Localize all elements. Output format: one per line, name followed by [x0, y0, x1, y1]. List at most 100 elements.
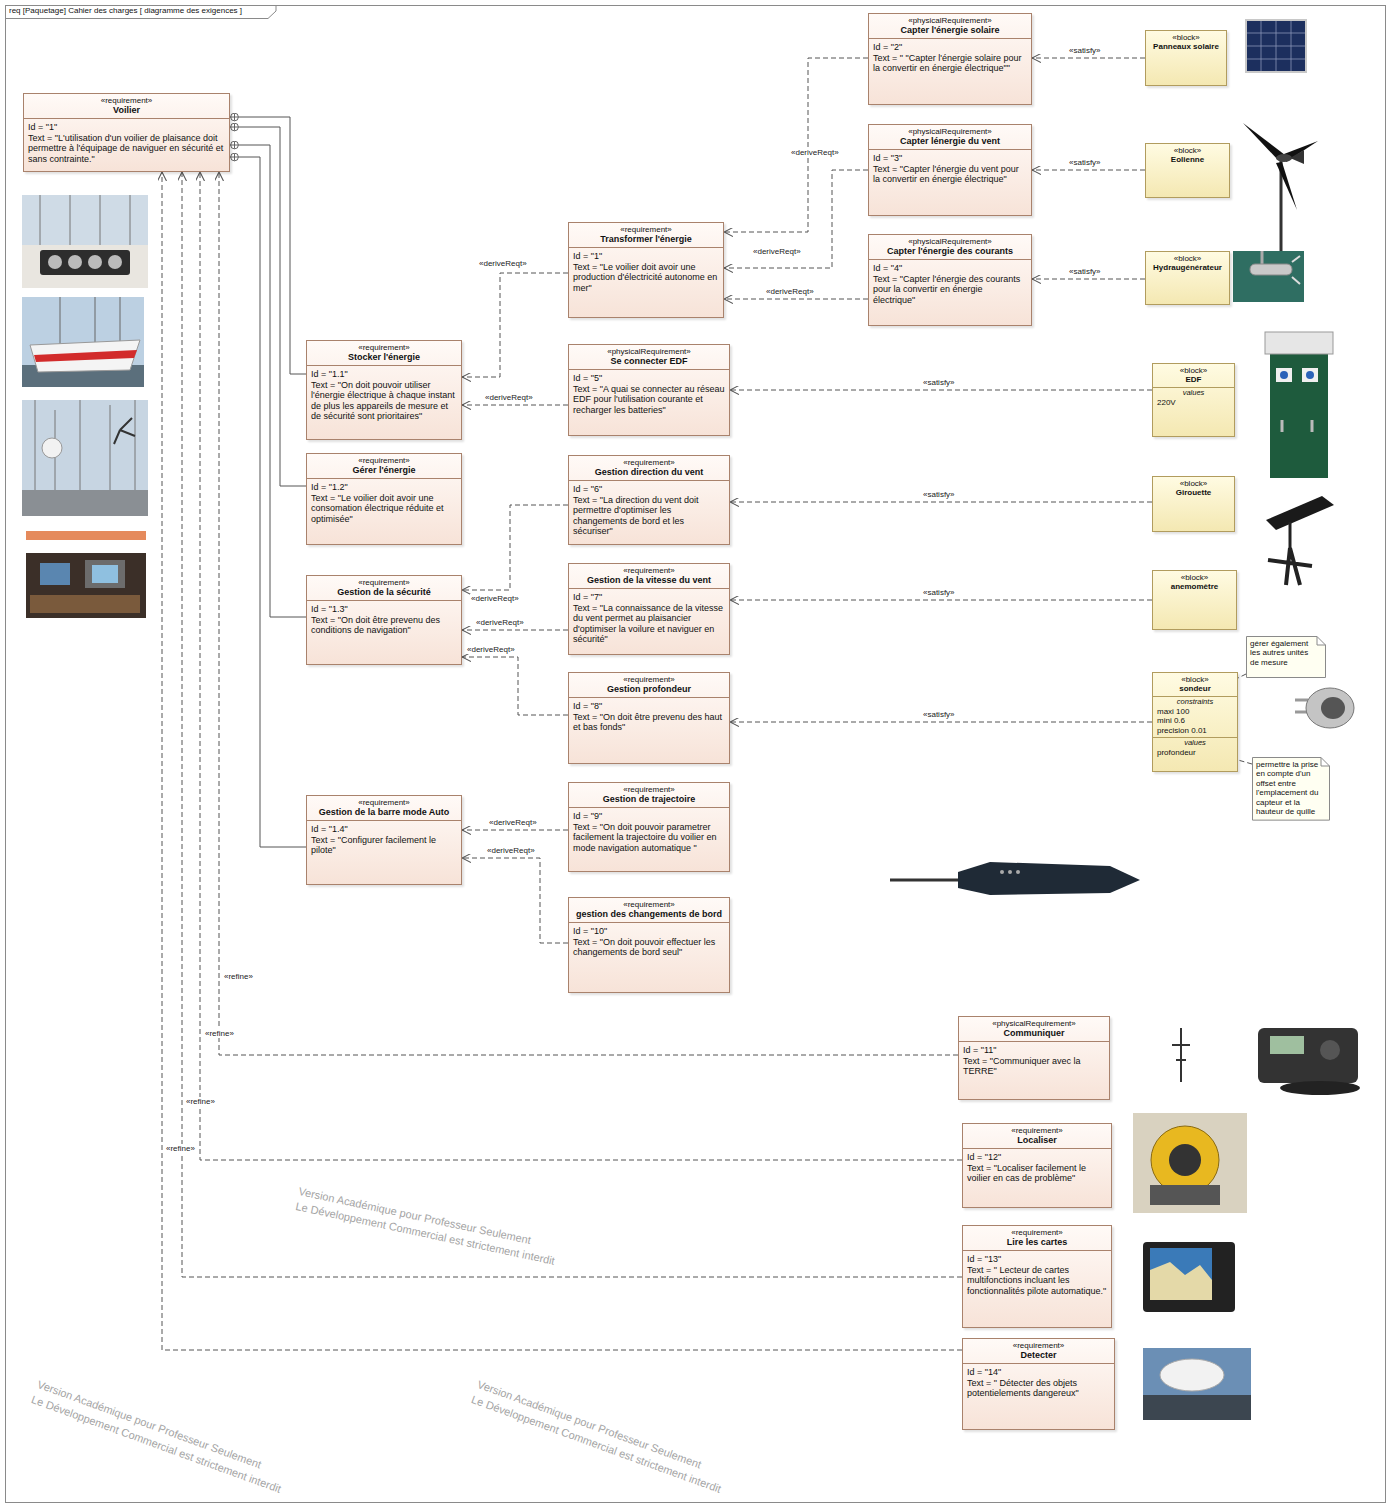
- element-name: Gestion profondeur: [569, 684, 729, 698]
- edge-label: «refine»: [185, 1097, 216, 1106]
- dependency-arrow: [1032, 58, 1145, 59]
- element-name: Capter lénergie du vent: [869, 136, 1031, 150]
- requirement-id: Id = "1.3": [311, 604, 457, 615]
- requirement-id: Id = "10": [573, 926, 725, 937]
- beacon-photo: [1169, 1144, 1201, 1176]
- vhf-radio-photo: [1270, 1036, 1304, 1054]
- dependency-arrow: [219, 172, 958, 1055]
- property-value: 220V: [1157, 398, 1230, 407]
- chart-plotter-photo: [1143, 1242, 1235, 1312]
- element-name: Lire les cartes: [963, 1237, 1111, 1251]
- beacon-photo: [1151, 1126, 1219, 1194]
- hydrogenerator-photo: [1261, 251, 1264, 265]
- photo-strip: [26, 531, 146, 540]
- requirement-text: Text = " Lecteur de cartes multifonction…: [967, 1265, 1107, 1297]
- cockpit-photo: [92, 565, 118, 583]
- edge-label: «satisfy»: [922, 490, 956, 499]
- diagram-frame: [6, 6, 1386, 1503]
- stereotype-label: «block»: [1157, 573, 1232, 582]
- requirement-id: Id = "1.4": [311, 824, 457, 835]
- stereotype-label: «block»: [1150, 254, 1225, 263]
- dependency-arrow: [182, 172, 962, 1277]
- harbour-photo: [22, 400, 148, 516]
- stereotype-label: «requirement»: [573, 900, 725, 909]
- wind-vane-photo: [1268, 548, 1312, 585]
- depth-sounder-photo: [1321, 697, 1345, 719]
- requirement-text: Text = " "Capter l'énergie solaire pour …: [873, 53, 1027, 74]
- requirement-box: «requirement»Lire les cartesId = "13"Tex…: [962, 1225, 1112, 1328]
- stereotype-label: «requirement»: [573, 566, 725, 575]
- edge-label: «satisfy»: [1068, 158, 1102, 167]
- requirement-box: «physicalRequirement»Se connecter EDFId …: [568, 344, 730, 436]
- element-name: Localiser: [963, 1135, 1111, 1149]
- stereotype-label: «requirement»: [573, 458, 725, 467]
- beacon-photo: [1150, 1185, 1220, 1205]
- requirement-id: Id = "1": [573, 251, 719, 262]
- dependency-arrow: [462, 657, 568, 715]
- element-name: Se connecter EDF: [569, 356, 729, 370]
- stereotype-label: «requirement»: [967, 1126, 1107, 1135]
- marina-photo: [48, 255, 62, 269]
- requirement-id: Id = "1.1": [311, 369, 457, 380]
- cockpit-photo: [26, 553, 146, 618]
- requirement-box: «requirement»VoilierId = "1"Text = "L'ut…: [23, 93, 230, 172]
- element-name: Communiquer: [959, 1028, 1109, 1042]
- element-name: Gestion de la vitesse du vent: [569, 575, 729, 589]
- requirement-box: «requirement»Gestion de la barre mode Au…: [306, 795, 462, 885]
- requirement-id: Id = "2": [873, 42, 1027, 53]
- edge-label: «satisfy»: [1068, 267, 1102, 276]
- radar-photo: [1143, 1348, 1251, 1420]
- requirement-text: Text = "Localiser facilement le voilier …: [967, 1163, 1107, 1184]
- requirement-box: «requirement»Gestion direction du ventId…: [568, 455, 730, 545]
- harbour-photo: [42, 438, 62, 458]
- element-name: Transformer l'énergie: [569, 234, 723, 248]
- block-box: «block»anemomètre: [1152, 570, 1237, 630]
- requirement-id: Id = "4": [873, 263, 1027, 274]
- dependency-arrow: [730, 600, 1152, 601]
- shore-power-terminal-photo: [1306, 371, 1314, 379]
- cockpit-photo: [40, 563, 70, 585]
- requirement-box: «requirement»Gestion de la vitesse du ve…: [568, 563, 730, 655]
- edge-label: «deriveReqt»: [488, 818, 538, 827]
- containment-line: [230, 145, 306, 617]
- hydrogenerator-photo: [1233, 251, 1304, 302]
- requirement-id: Id = "3": [873, 153, 1027, 164]
- block-box: «block»EDFvalues220V: [1152, 363, 1235, 437]
- requirement-id: Id = "8": [573, 701, 725, 712]
- cockpit-photo: [30, 595, 140, 613]
- note-text: permettre la prise en compte d'un offset…: [1256, 760, 1319, 817]
- requirement-text: Text = "Capter l'énergie des courants po…: [873, 274, 1027, 306]
- requirement-text: Text = "On doit pouvoir parametrer facil…: [573, 822, 725, 854]
- requirement-text: Text = " Détecter des objets potentielem…: [967, 1378, 1110, 1399]
- stereotype-label: «requirement»: [573, 675, 725, 684]
- requirement-box: «requirement»Gérer l'énergieId = "1.2"Te…: [306, 453, 462, 545]
- edge-label: «satisfy»: [1068, 46, 1102, 55]
- requirement-id: Id = "1": [28, 122, 225, 133]
- element-name: Gestion direction du vent: [569, 467, 729, 481]
- solar-panel-photo: [1246, 20, 1306, 72]
- shore-power-terminal-photo: [1270, 350, 1328, 478]
- requirement-box: «requirement»Gestion de la sécuritéId = …: [306, 575, 462, 665]
- dependency-arrow: [462, 273, 568, 377]
- diagram-frame: [6, 6, 1386, 1503]
- edge-label: «deriveReqt»: [790, 148, 840, 157]
- requirement-id: Id = "1.2": [311, 482, 457, 493]
- edge-label: «deriveReqt»: [475, 618, 525, 627]
- requirement-text: Text = "A quai se connecter au réseau ED…: [573, 384, 725, 416]
- vhf-radio-photo: [1280, 1081, 1360, 1095]
- dependency-arrow: [462, 830, 568, 831]
- requirement-box: «requirement»gestion des changements de …: [568, 897, 730, 993]
- harbour-photo: [22, 490, 148, 516]
- dependency-arrow: [162, 172, 962, 1350]
- edge-label: «refine»: [204, 1029, 235, 1038]
- requirement-id: Id = "13": [967, 1254, 1107, 1265]
- stereotype-label: «physicalRequirement»: [873, 127, 1027, 136]
- tiller-pilot-photo: [1000, 870, 1004, 874]
- watermark: Le Développement Commercial est strictem…: [469, 1393, 722, 1496]
- element-name: Capter l'énergie solaire: [869, 25, 1031, 39]
- vhf-radio-photo: [1258, 1028, 1358, 1083]
- property-value: profondeur: [1157, 748, 1233, 757]
- requirement-box: «physicalRequirement»Capter lénergie du …: [868, 124, 1032, 216]
- requirement-id: Id = "6": [573, 484, 725, 495]
- watermark: Version Académique pour Professeur Seule…: [35, 1378, 262, 1472]
